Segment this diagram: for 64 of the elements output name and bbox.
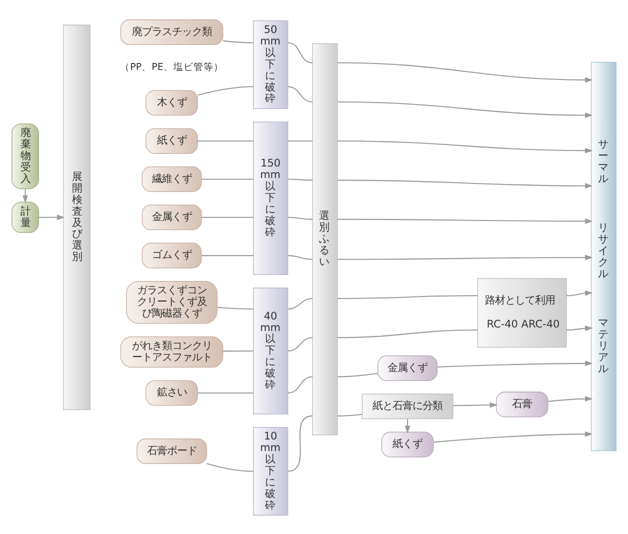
arrow [453, 402, 498, 408]
node-box: 紙と石膏に分類 [362, 393, 454, 419]
node-box: 150mm以下に破砕 [253, 121, 288, 275]
connector [288, 216, 313, 220]
connector [288, 140, 313, 142]
arrow [337, 254, 593, 260]
node-box: 選別ふるい [312, 42, 338, 435]
arrow [38, 214, 65, 220]
connector [337, 372, 378, 377]
connector [288, 178, 313, 180]
connector [288, 336, 313, 352]
connector [206, 462, 254, 472]
connector [201, 216, 254, 218]
node-box: ゴムくず [142, 242, 202, 268]
node-box: 鉱さい [146, 380, 198, 406]
connector [337, 413, 362, 416]
arrow [337, 179, 593, 188]
arrow [548, 396, 593, 402]
connector [337, 329, 478, 338]
connector [201, 178, 254, 180]
node-box: 木くず [146, 90, 198, 116]
connector [288, 42, 313, 63]
arrow [337, 140, 593, 153]
node-box: ガラスくずコンクリートくず及び陶磁器くず [126, 280, 218, 324]
connector [288, 414, 313, 472]
node-box: 50mm以下に破砕 [253, 20, 288, 108]
arrow [337, 100, 593, 118]
node-box: 金属くず [378, 354, 438, 380]
arrow [566, 325, 593, 331]
node-box: 紙くず [381, 431, 434, 457]
connector [337, 294, 478, 299]
connector [288, 86, 313, 102]
node-box: 展開検査及び選別 [63, 24, 91, 410]
node-box: サーマル リサイクル マテリアル [590, 61, 616, 451]
node-box: 石膏ボード [136, 438, 207, 464]
node-box: 10mm以下に破砕 [253, 426, 288, 516]
arrow [566, 290, 593, 296]
arrow [337, 62, 593, 82]
connector [217, 306, 254, 310]
node-box: がれき類コンクリートアスファルト [120, 336, 224, 368]
arrow [437, 360, 593, 367]
node-box: 廃プラスチック類 [120, 18, 224, 45]
node-box: 路材として利用 RC-40 ARC-40 [477, 278, 567, 348]
connector [288, 254, 313, 260]
node-box: 金属くず [142, 204, 202, 230]
arrow [337, 218, 593, 224]
connector [288, 376, 313, 394]
connector [223, 350, 254, 352]
connector [198, 392, 254, 394]
arrow [404, 418, 410, 434]
connector [222, 40, 254, 43]
node-label: （PP、PE、塩ビ管等） [120, 61, 224, 72]
connector [288, 298, 313, 310]
connector [198, 86, 254, 96]
node-box: 40mm以下に破砕 [253, 287, 288, 414]
connector [198, 140, 254, 142]
connector [201, 254, 254, 256]
node-box: 石膏 [496, 391, 548, 417]
node-box: 繊維くず [142, 166, 202, 192]
node-box: 紙くず [146, 128, 198, 154]
arrow [22, 188, 28, 203]
node-box: 計量 [12, 201, 40, 233]
node-box: 廃棄物受入 [12, 122, 40, 189]
arrow [434, 430, 593, 442]
